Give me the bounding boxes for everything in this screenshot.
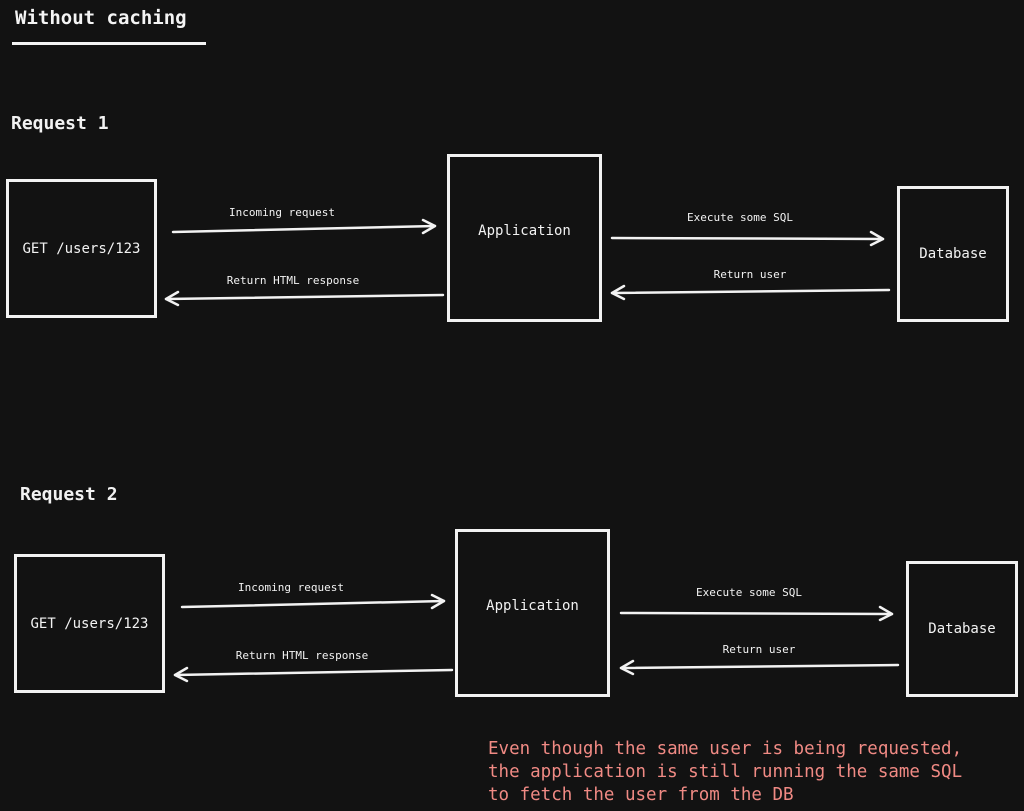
edge-label-execute-sql-request-2: Execute some SQL xyxy=(696,586,802,599)
section-title-request-2: Request 2 xyxy=(20,484,118,505)
arrow-incoming-request-1 xyxy=(171,218,437,235)
database-box-request-1: Database xyxy=(897,186,1009,322)
section-title-request-1: Request 1 xyxy=(11,113,109,134)
database-label: Database xyxy=(919,246,987,262)
edge-label-incoming-request-2: Incoming request xyxy=(238,581,344,594)
note-line-2: the application is still running the sam… xyxy=(488,762,963,782)
edge-label-return-html-request-1: Return HTML response xyxy=(226,274,360,287)
edge-label-return-user-request-1: Return user xyxy=(713,268,787,281)
arrow-return-html-request-1 xyxy=(164,290,445,307)
edge-label-incoming-request-1: Incoming request xyxy=(229,206,335,219)
arrow-return-html-request-2 xyxy=(173,666,454,683)
note-line-1: Even though the same user is being reque… xyxy=(488,739,963,759)
application-label: Application xyxy=(486,598,579,614)
edge-label-return-user-request-2: Return user xyxy=(722,643,796,656)
application-label: Application xyxy=(478,223,571,239)
edge-label-execute-sql-request-1: Execute some SQL xyxy=(687,211,793,224)
client-box-request-2: GET /users/123 xyxy=(14,554,165,693)
client-box-request-1: GET /users/123 xyxy=(6,179,157,318)
title-underline xyxy=(12,42,206,45)
application-box-request-1: Application xyxy=(447,154,602,322)
arrow-return-user-request-2 xyxy=(619,659,900,676)
client-label: GET /users/123 xyxy=(30,615,149,632)
edge-label-return-html-request-2: Return HTML response xyxy=(235,649,369,662)
arrow-execute-sql-request-1 xyxy=(610,230,885,247)
annotation-note: Even though the same user is being reque… xyxy=(488,738,1008,807)
client-label: GET /users/123 xyxy=(22,240,141,257)
database-label: Database xyxy=(928,621,996,637)
application-box-request-2: Application xyxy=(455,529,610,697)
note-line-3: to fetch the user from the DB xyxy=(488,785,794,805)
page-title: Without caching xyxy=(15,7,187,29)
database-box-request-2: Database xyxy=(906,561,1018,697)
arrow-execute-sql-request-2 xyxy=(619,605,894,622)
arrow-return-user-request-1 xyxy=(610,284,891,301)
arrow-incoming-request-2 xyxy=(180,593,446,610)
